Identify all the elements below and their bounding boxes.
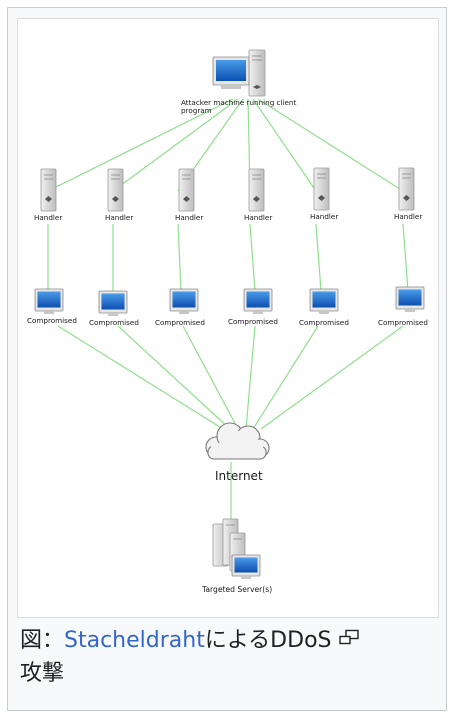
caption-line2: 攻撃: [20, 661, 65, 686]
caption-prefix: 図：: [20, 628, 65, 653]
internet-label: Internet: [215, 469, 263, 483]
monitor-icon: [34, 288, 64, 314]
monitor-icon: [98, 290, 128, 316]
handler-label: Handler: [175, 213, 203, 222]
compromised-label: Compromised: [27, 316, 77, 325]
compromised-label: Compromised: [155, 318, 205, 327]
handler-label: Handler: [105, 213, 133, 222]
ddos-diagram-image[interactable]: Attacker machine running client program: [17, 18, 439, 618]
enlarge-icon[interactable]: [338, 626, 360, 646]
handler-label: Handler: [244, 213, 272, 222]
attacker-machine-icon: [212, 49, 266, 97]
caption-suffix: によるDDoS: [204, 628, 332, 653]
monitor-icon: [243, 288, 273, 314]
monitor-icon: [309, 288, 339, 314]
target-label: Targeted Server(s): [201, 585, 272, 594]
targeted-servers-icon: [212, 518, 261, 579]
figure-caption: 図：StacheldrahtによるDDoS 攻撃: [20, 624, 440, 690]
cloud-icon: [205, 422, 270, 460]
monitor-icon: [169, 288, 199, 314]
server-icon: [398, 167, 415, 211]
attacker-label-line2: program: [181, 106, 212, 115]
handler-label: Handler: [394, 212, 422, 221]
compromised-icons: [34, 286, 425, 316]
handler-label: Handler: [310, 212, 338, 221]
stacheldraht-link[interactable]: Stacheldraht: [64, 628, 205, 653]
monitor-icon: [395, 286, 425, 312]
server-icon: [40, 168, 57, 212]
compromised-label: Compromised: [89, 318, 139, 327]
server-icon: [178, 168, 195, 212]
handler-icons: [40, 167, 415, 212]
server-icon: [248, 168, 265, 212]
handler-label: Handler: [34, 213, 62, 222]
connection-lines: [47, 98, 409, 524]
ddos-diagram: Attacker machine running client program: [27, 49, 428, 594]
compromised-label: Compromised: [299, 318, 349, 327]
compromised-label: Compromised: [228, 317, 278, 326]
attacker-label: Attacker machine running client: [181, 98, 296, 107]
server-icon: [107, 168, 124, 212]
compromised-label: Compromised: [378, 318, 428, 327]
server-icon: [313, 167, 330, 211]
